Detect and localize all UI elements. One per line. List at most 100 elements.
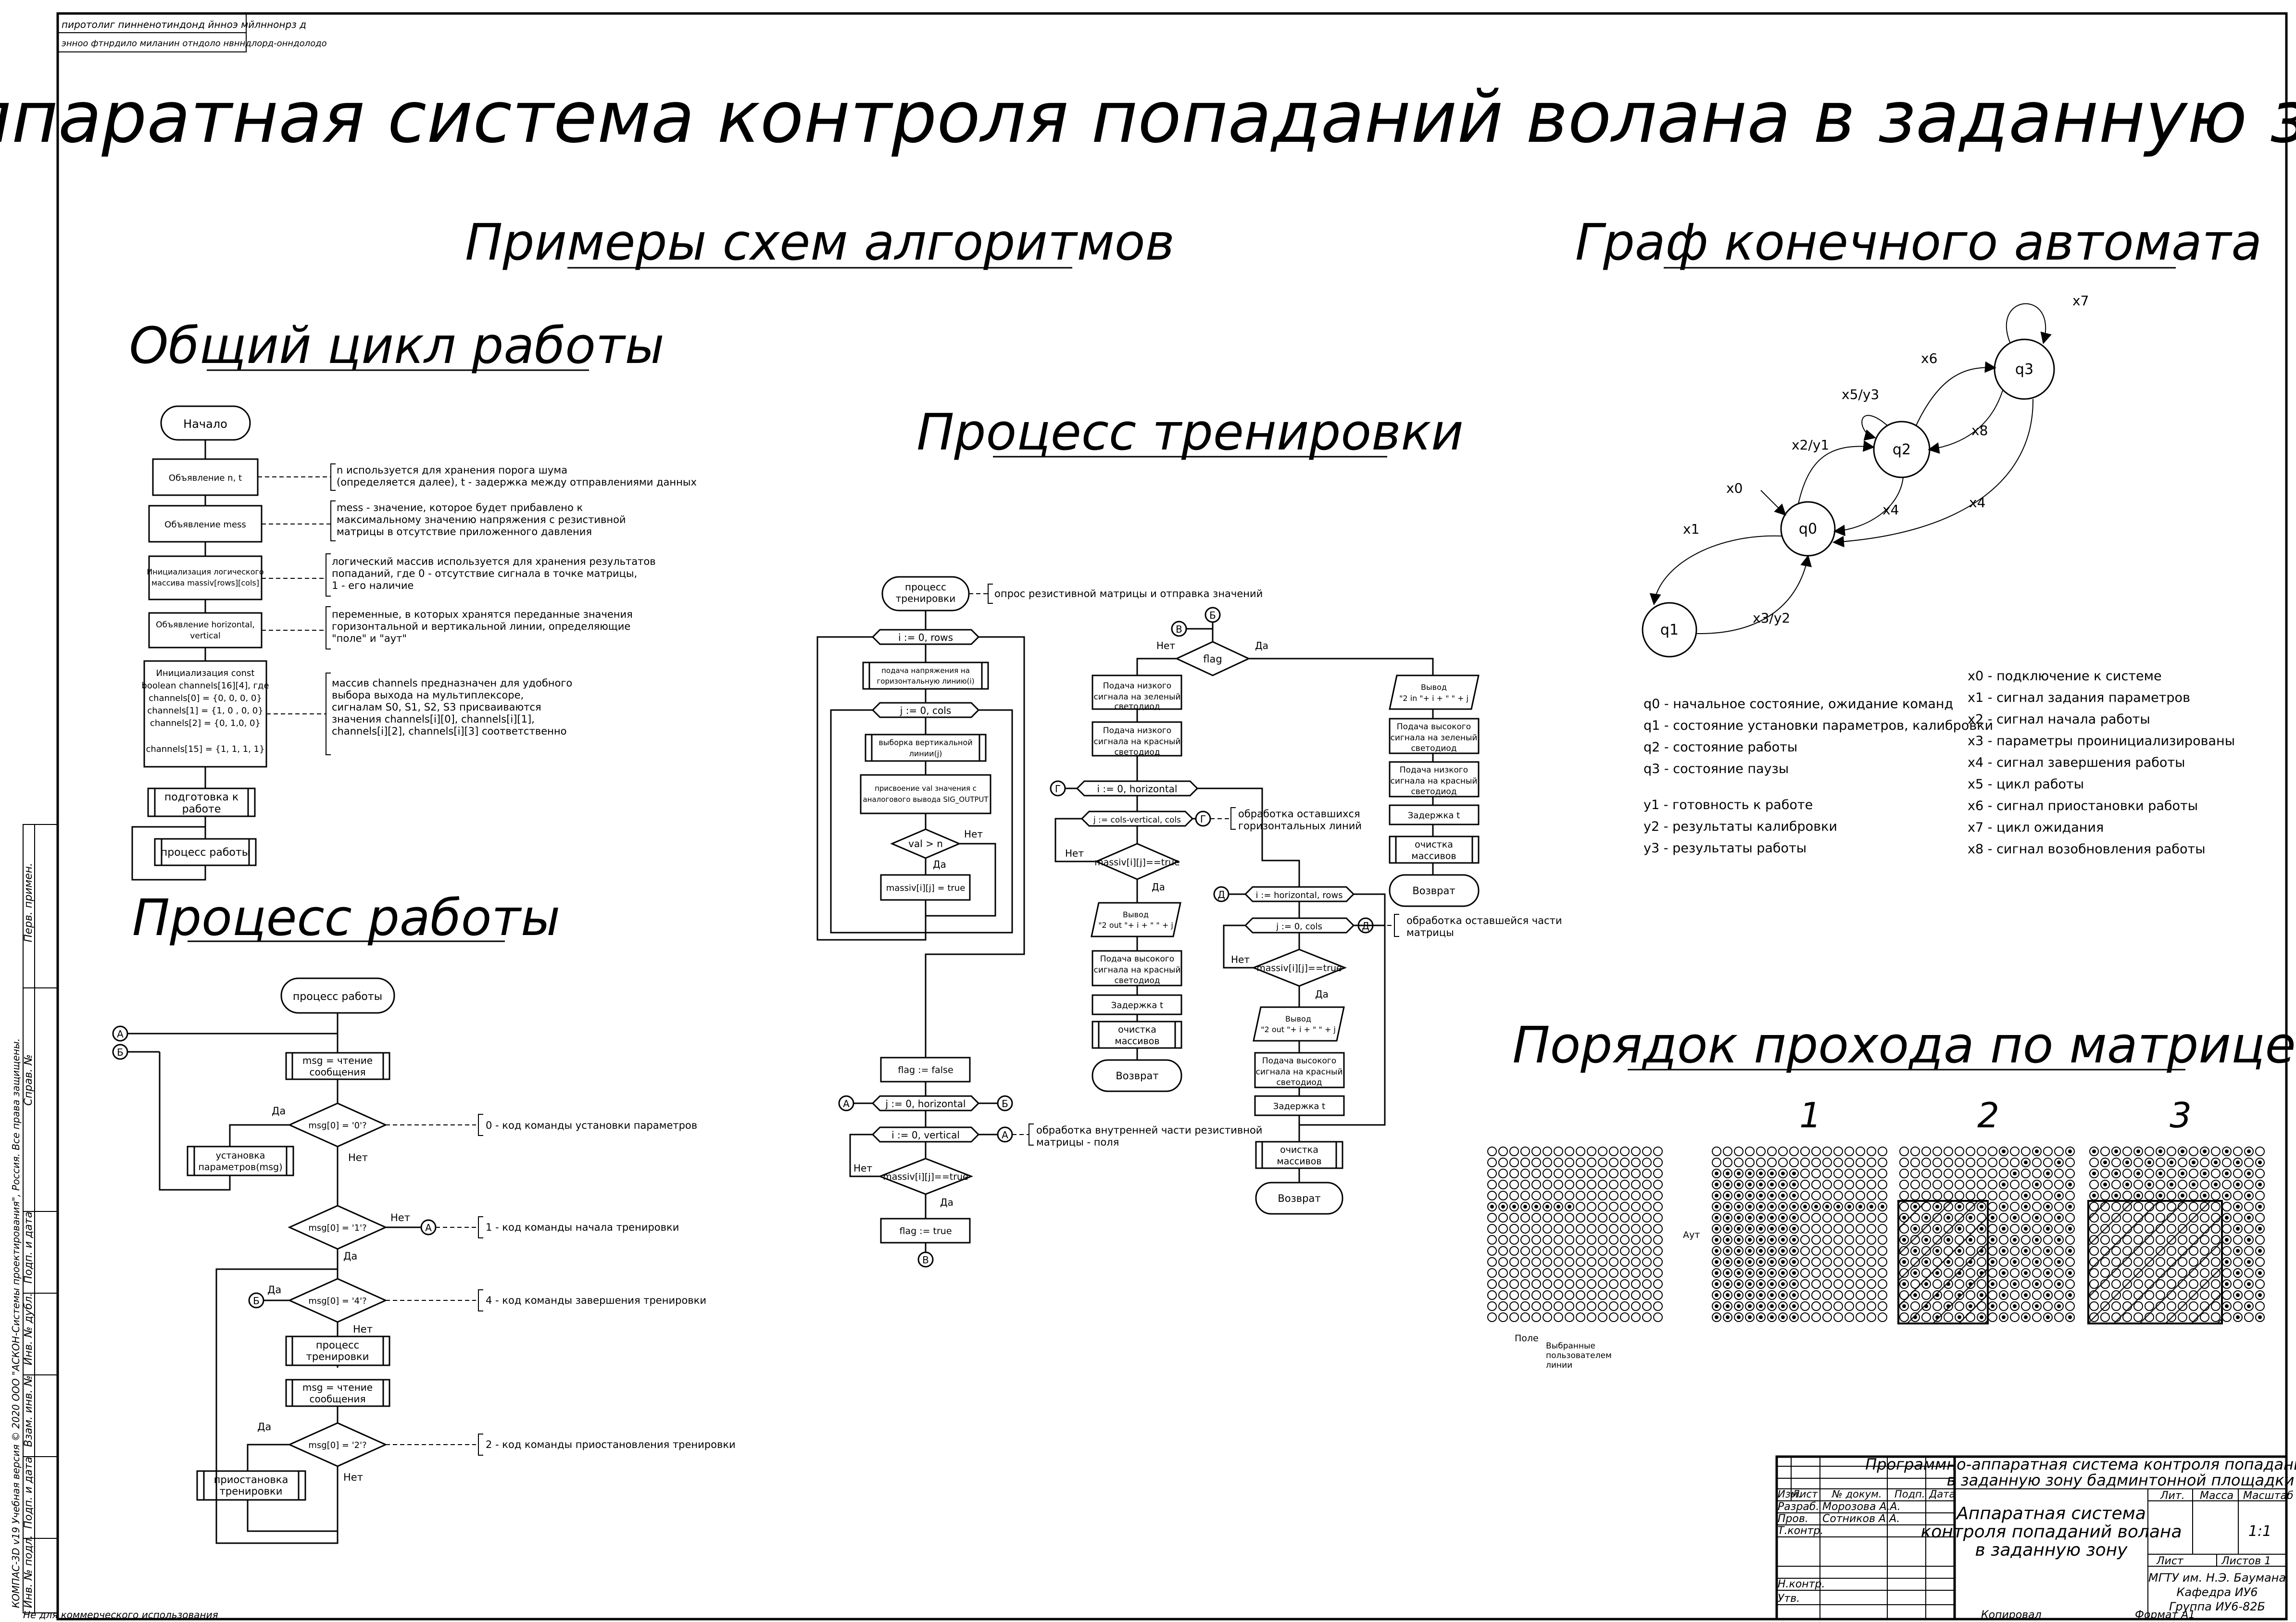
svg-text:x2 - сигнал начала работы: x2 - сигнал начала работы xyxy=(1968,712,2150,727)
corner-stamp-line-2: энноо фтнрдило миланин отндоло нвнндлорд… xyxy=(62,38,327,49)
svg-text:Программно-аппаратная система: Программно-аппаратная система контроля п… xyxy=(1865,1455,2296,1473)
strip-cell-5: Взам. инв. № xyxy=(23,1375,35,1447)
svg-text:x6: x6 xyxy=(1921,350,1937,366)
svg-text:Да: Да xyxy=(343,1250,357,1262)
gc-block-2 xyxy=(148,505,263,543)
svg-text:А: А xyxy=(117,1028,124,1040)
svg-text:x0 - подключение к системе: x0 - подключение к системе xyxy=(1968,669,2162,684)
svg-text:"2 out "+ i + " " + j: "2 out "+ i + " " + j xyxy=(1098,921,1173,930)
svg-text:flag := false: flag := false xyxy=(898,1065,953,1075)
svg-text:y3 - результаты работы: y3 - результаты работы xyxy=(1644,841,1807,856)
svg-text:светодиод: светодиод xyxy=(1114,702,1160,711)
svg-text:Нет: Нет xyxy=(390,1212,410,1223)
svg-text:переменные, в которых хранятся: переменные, в которых хранятся переданны… xyxy=(332,609,633,620)
svg-text:val > n: val > n xyxy=(908,838,943,849)
svg-text:i := 0, horizontal: i := 0, horizontal xyxy=(1097,783,1178,795)
svg-text:параметров(msg): параметров(msg) xyxy=(198,1162,282,1173)
svg-text:массивов: массивов xyxy=(1115,1036,1159,1047)
svg-text:x5 - цикл работы: x5 - цикл работы xyxy=(1968,777,2084,792)
svg-text:светодиод: светодиод xyxy=(1276,1078,1322,1087)
svg-text:очистка: очистка xyxy=(1280,1145,1318,1155)
svg-text:Нет: Нет xyxy=(1065,848,1084,859)
svg-text:Кафедра ИУ6: Кафедра ИУ6 xyxy=(2176,1585,2258,1599)
strip-cell-7: Инв. № подл. xyxy=(23,1535,35,1608)
matrix-label-3: 3 xyxy=(2170,1095,2192,1135)
svg-text:МГТУ им. Н.Э. Баумана: МГТУ им. Н.Э. Баумана xyxy=(2148,1571,2286,1585)
non-commercial-note: Не для коммерческого использования xyxy=(23,1609,218,1621)
svg-text:Подп.: Подп. xyxy=(1895,1488,1925,1500)
svg-text:сообщения: сообщения xyxy=(309,1066,365,1078)
svg-text:msg = чтение: msg = чтение xyxy=(302,1382,373,1393)
corner-stamp-line-1: пиротолиг пинненотиндонд йнноэ мйлннонрз… xyxy=(62,19,306,30)
svg-text:Лист: Лист xyxy=(1792,1488,1818,1500)
title-work-process: Процесс работы xyxy=(132,888,560,947)
svg-text:x4: x4 xyxy=(1882,502,1899,518)
svg-text:channels[15] = {1, 1, 1, 1}: channels[15] = {1, 1, 1, 1} xyxy=(146,744,264,754)
svg-text:Лист: Лист xyxy=(2156,1555,2184,1567)
svg-text:очистка: очистка xyxy=(1118,1024,1156,1035)
svg-text:Да: Да xyxy=(257,1421,271,1433)
title-algo-examples: Примеры схем алгоритмов xyxy=(465,213,1175,272)
section-titles: Примеры схем алгоритмов Граф конечного а… xyxy=(129,213,2296,1074)
matrix-label-2: 2 xyxy=(1977,1095,1999,1135)
svg-text:в заданную зону бадминтонной п: в заданную зону бадминтонной площадки xyxy=(1947,1471,2295,1489)
svg-text:Лит.: Лит. xyxy=(2160,1490,2185,1502)
general-cycle-flowchart: Начало Объявление n, t Объявление mess И… xyxy=(131,405,697,881)
title-fsm-graph: Граф конечного автомата xyxy=(1575,213,2262,272)
svg-text:msg = чтение: msg = чтение xyxy=(302,1055,373,1066)
svg-text:максимальному значению напряже: максимальному значению напряжения с рези… xyxy=(337,514,626,525)
svg-text:Подача низкого: Подача низкого xyxy=(1103,681,1171,691)
svg-text:x4: x4 xyxy=(1969,495,1985,511)
svg-text:0 - код команды установки пара: 0 - код команды установки параметров xyxy=(486,1120,697,1131)
fsm-inputs-legend: x0 - подключение к системе x1 - сигнал з… xyxy=(1968,669,2235,857)
svg-text:матрицы в отсутствие приложенн: матрицы в отсутствие приложенного давлен… xyxy=(337,526,592,537)
svg-text:y1 - готовность к работе: y1 - готовность к работе xyxy=(1644,798,1813,812)
svg-text:x3/y2: x3/y2 xyxy=(1753,610,1790,626)
svg-text:Сотников А.А.: Сотников А.А. xyxy=(1822,1513,1900,1525)
svg-text:n используется для хранения по: n используется для хранения порога шума xyxy=(337,464,567,476)
svg-text:Нет: Нет xyxy=(348,1152,368,1163)
title-general-cycle: Общий цикл работы xyxy=(129,316,664,375)
gc-start-label: Начало xyxy=(183,417,227,431)
svg-text:№ докум.: № докум. xyxy=(1832,1488,1882,1500)
main-title: Аппаратная система контроля попаданий во… xyxy=(0,76,2296,159)
svg-text:сигналам S0, S1, S2, S3 присва: сигналам S0, S1, S2, S3 присваиваются xyxy=(332,701,541,713)
svg-text:Объявление horizontal,: Объявление horizontal, xyxy=(156,620,255,630)
svg-text:В: В xyxy=(1176,624,1182,635)
svg-text:Н.контр.: Н.контр. xyxy=(1778,1578,1825,1590)
copyright-text: КОМПАС-3D v19 Учебная версия © 2020 ООО … xyxy=(10,1038,22,1608)
svg-text:матрицы: матрицы xyxy=(1406,927,1454,938)
svg-text:Нет: Нет xyxy=(1231,954,1250,965)
svg-text:x2/y1: x2/y1 xyxy=(1792,437,1829,453)
svg-text:матрицы - поля: матрицы - поля xyxy=(1036,1136,1119,1148)
svg-text:Т.контр.: Т.контр. xyxy=(1778,1525,1823,1537)
svg-text:x8 - сигнал возобновления рабо: x8 - сигнал возобновления работы xyxy=(1968,842,2206,857)
svg-text:обработка оставшейся части: обработка оставшейся части xyxy=(1406,915,1562,926)
svg-text:Пров.: Пров. xyxy=(1778,1513,1808,1525)
corner-stamp: пиротолиг пинненотиндонд йнноэ мйлннонрз… xyxy=(57,13,327,52)
svg-text:channels[1] = {1, 0 , 0, 0}: channels[1] = {1, 0 , 0, 0} xyxy=(147,706,263,716)
svg-text:j := 0, cols: j := 0, cols xyxy=(1276,922,1322,932)
svg-text:q3: q3 xyxy=(2015,361,2033,378)
svg-text:А: А xyxy=(425,1222,432,1234)
svg-text:горизонтальную линию(i): горизонтальную линию(i) xyxy=(877,677,974,686)
svg-text:Возврат: Возврат xyxy=(1116,1070,1158,1082)
svg-text:4 - код команды завершения тре: 4 - код команды завершения тренировки xyxy=(486,1295,706,1306)
svg-text:Инициализация логического: Инициализация логического xyxy=(147,567,263,576)
svg-text:сигнала на красный: сигнала на красный xyxy=(1094,737,1181,747)
svg-text:работе: работе xyxy=(182,803,221,815)
svg-text:x1: x1 xyxy=(1683,521,1699,537)
svg-text:2 - код команды приостановлени: 2 - код команды приостановления трениров… xyxy=(486,1439,736,1450)
svg-text:1 - его наличие: 1 - его наличие xyxy=(332,580,414,591)
svg-text:опрос резистивной матрицы и от: опрос резистивной матрицы и отправка зна… xyxy=(994,588,1263,599)
svg-text:горизонтальной и вертикальной: горизонтальной и вертикальной линии, опр… xyxy=(332,621,630,632)
svg-text:y2 - результаты калибровки: y2 - результаты калибровки xyxy=(1644,819,1837,834)
svg-text:flag: flag xyxy=(1203,653,1222,665)
svg-text:Морозова А.А.: Морозова А.А. xyxy=(1822,1501,1901,1513)
svg-text:Нет: Нет xyxy=(964,828,983,840)
svg-text:массивов: массивов xyxy=(1277,1156,1321,1167)
svg-text:А: А xyxy=(843,1098,850,1110)
svg-text:Вывод: Вывод xyxy=(1421,683,1447,692)
gc-work xyxy=(154,838,257,866)
svg-text:i := 0, rows: i := 0, rows xyxy=(898,632,953,643)
